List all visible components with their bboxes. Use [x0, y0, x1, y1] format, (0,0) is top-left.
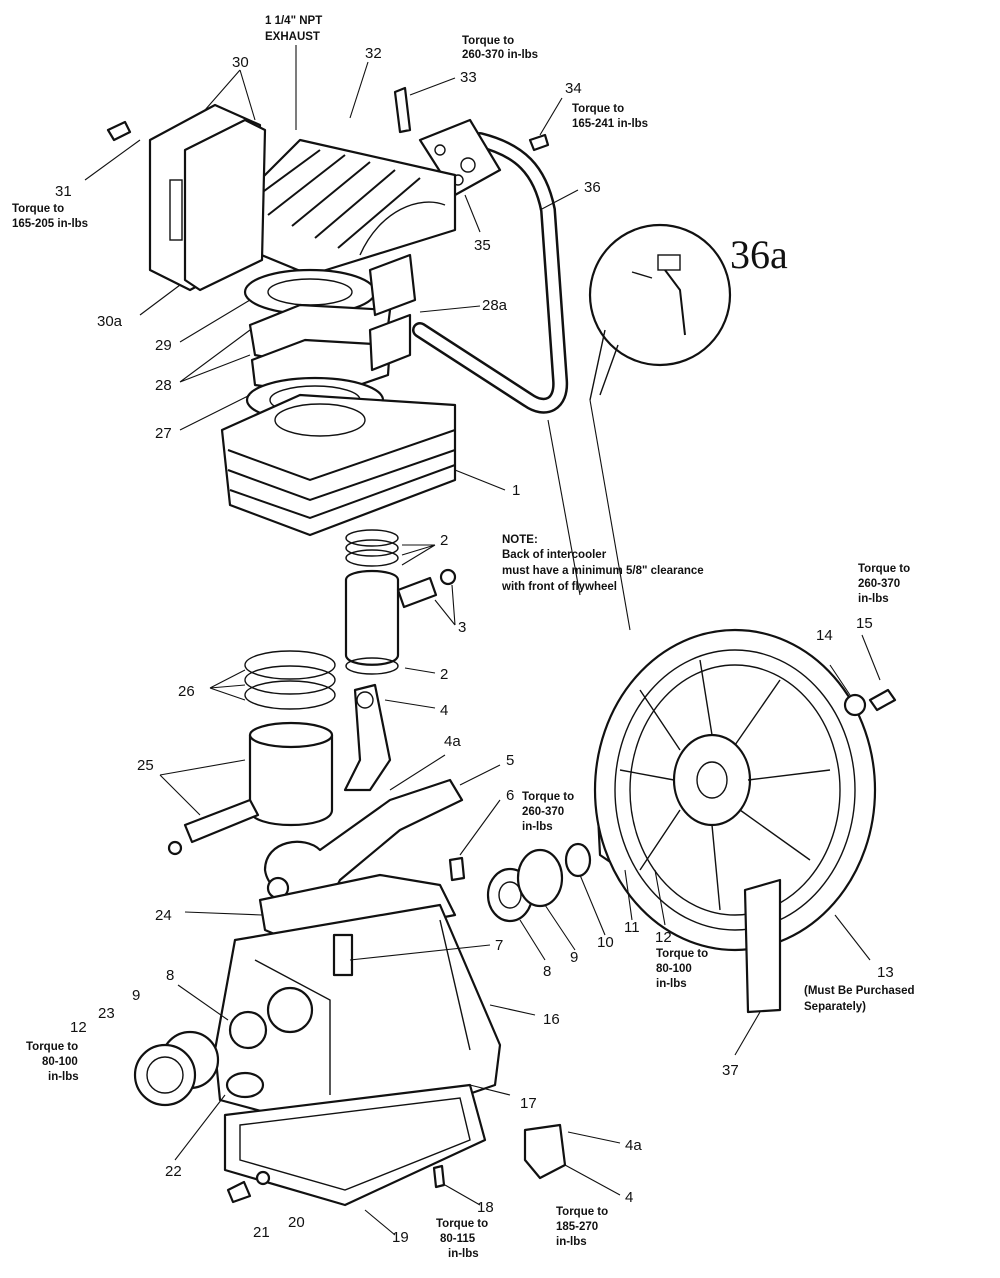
callout-2-lower: 2	[440, 666, 448, 683]
rod-cap	[523, 1123, 567, 1180]
callout-21: 21	[253, 1224, 270, 1241]
torque-12a-line3: in-lbs	[656, 978, 687, 990]
callout-1: 1	[512, 482, 520, 499]
torque-12b-line2: 80-100	[42, 1056, 78, 1068]
callout-12-right: 12	[655, 929, 672, 946]
oil-pan	[223, 1083, 487, 1207]
callout-26: 26	[178, 683, 195, 700]
callout-20: 20	[288, 1214, 305, 1231]
callout-5: 5	[506, 752, 514, 769]
torque-33-line2: 260-370 in-lbs	[462, 49, 538, 61]
torque-12a-line2: 80-100	[656, 963, 692, 975]
clearance-note-line3: must have a minimum 5/8" clearance	[502, 565, 704, 577]
unloader-assembly	[148, 103, 267, 292]
callout-4-upper: 4	[440, 702, 448, 719]
torque-33-line1: Torque to	[462, 35, 514, 47]
leader-lines	[84, 45, 881, 1236]
clearance-note-line2: Back of intercooler	[502, 549, 607, 561]
torque-6-line2: 260-370	[522, 806, 564, 818]
exhaust-label-line1: 1 1/4" NPT	[265, 15, 322, 27]
part13-note-line2: Separately)	[804, 1001, 866, 1013]
torque-15-line2: 260-370	[858, 578, 900, 590]
detail-inset	[588, 223, 732, 401]
fasteners	[106, 86, 550, 1204]
torque-12a-line1: Torque to	[656, 948, 708, 960]
torque-18-line1: Torque to	[436, 1218, 488, 1230]
callout-37: 37	[722, 1062, 739, 1079]
callout-30a: 30a	[97, 313, 123, 330]
callout-35: 35	[474, 237, 491, 254]
torque-6-line1: Torque to	[522, 791, 574, 803]
callout-6: 6	[506, 787, 514, 804]
callout-15: 15	[856, 615, 873, 632]
exhaust-label-line2: EXHAUST	[265, 31, 320, 43]
belt-guard-bracket	[743, 878, 782, 1014]
cylinder	[220, 393, 457, 537]
torque-18-line2: 80-115	[440, 1233, 476, 1245]
connecting-rod	[343, 683, 392, 792]
torque-34-line2: 165-241 in-lbs	[572, 118, 648, 130]
callout-33: 33	[460, 69, 477, 86]
torque-12b-line3: in-lbs	[48, 1071, 79, 1083]
callout-13: 13	[877, 964, 894, 981]
large-piston	[167, 650, 336, 856]
torque-15-line3: in-lbs	[858, 593, 889, 605]
callout-7: 7	[495, 937, 503, 954]
label-layer: 1 1/4" NPT EXHAUST 30 32 33 34 31 36 35 …	[12, 15, 915, 1260]
callout-16: 16	[543, 1011, 560, 1028]
clearance-note-line4: with front of flywheel	[501, 581, 617, 593]
callout-28a: 28a	[482, 297, 508, 314]
callout-4a-lower: 4a	[625, 1137, 642, 1154]
callout-17: 17	[520, 1095, 537, 1112]
callout-2-upper: 2	[440, 532, 448, 549]
callout-10: 10	[597, 934, 614, 951]
callout-3: 3	[458, 619, 466, 636]
callout-4-lower: 4	[625, 1189, 633, 1206]
callout-22: 22	[165, 1163, 182, 1180]
callout-18: 18	[477, 1199, 494, 1216]
torque-6-line3: in-lbs	[522, 821, 553, 833]
callout-29: 29	[155, 337, 172, 354]
callout-23: 23	[98, 1005, 115, 1022]
callout-25: 25	[137, 757, 154, 774]
callout-8-left: 8	[166, 967, 174, 984]
callout-36a: 36a	[730, 232, 788, 277]
torque-34-line1: Torque to	[572, 103, 624, 115]
callout-8-right: 8	[543, 963, 551, 980]
callout-32: 32	[365, 45, 382, 62]
callout-34: 34	[565, 80, 582, 97]
callout-27: 27	[155, 425, 172, 442]
callout-12-left: 12	[70, 1019, 87, 1036]
torque-4-line3: in-lbs	[556, 1236, 587, 1248]
clearance-note-line1: NOTE:	[502, 534, 538, 546]
torque-31-line1: Torque to	[12, 203, 64, 215]
callout-9-right: 9	[570, 949, 578, 966]
side-cover-plate	[133, 1030, 220, 1107]
torque-31-line2: 165-205 in-lbs	[12, 218, 88, 230]
intercooler-tube	[412, 132, 569, 414]
crankcase	[213, 873, 502, 1137]
torque-4-line2: 185-270	[556, 1221, 598, 1233]
callout-30: 30	[232, 54, 249, 71]
torque-18-line3: in-lbs	[448, 1248, 479, 1260]
part13-note-line1: (Must Be Purchased	[804, 985, 915, 997]
torque-4-line1: Torque to	[556, 1206, 608, 1218]
callout-9-left: 9	[132, 987, 140, 1004]
callout-24: 24	[155, 907, 172, 924]
callout-11: 11	[624, 919, 640, 936]
callout-14: 14	[816, 627, 833, 644]
torque-12b-line1: Torque to	[26, 1041, 78, 1053]
torque-15-line1: Torque to	[858, 563, 910, 575]
callout-19: 19	[392, 1229, 409, 1246]
callout-36: 36	[584, 179, 601, 196]
callout-4a-upper: 4a	[444, 733, 461, 750]
flywheel	[593, 628, 897, 952]
callout-28: 28	[155, 377, 172, 394]
callout-31: 31	[55, 183, 72, 200]
small-piston	[344, 529, 457, 675]
